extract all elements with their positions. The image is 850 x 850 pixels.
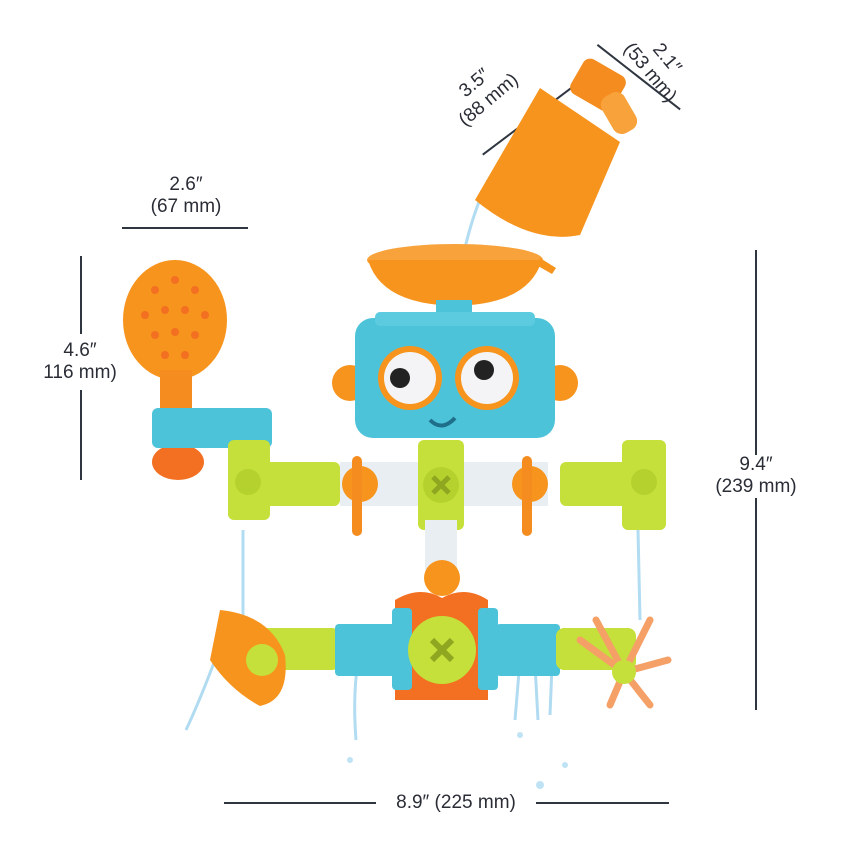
total-height-line-bottom — [755, 498, 757, 710]
total-width-label: 8.9″ (225 mm) — [396, 792, 516, 813]
shower-height-inches: 4.6″ — [63, 340, 97, 361]
pouring-cup — [475, 58, 638, 237]
shower-height-label: 4.6″ 116 mm) — [30, 340, 130, 384]
shower-width-label: 2.6″ (67 mm) — [130, 174, 242, 218]
smile — [428, 416, 457, 428]
shower-head — [123, 260, 272, 480]
total-height-mm: (239 mm) — [715, 476, 797, 497]
upper-pipe — [228, 440, 666, 570]
shower-width-mm: (67 mm) — [150, 196, 222, 217]
shower-height-mm: 116 mm) — [43, 362, 117, 383]
shower-width-line — [122, 227, 248, 229]
shower-height-line-top — [80, 256, 82, 334]
shower-height-line-bottom — [80, 390, 82, 480]
water-wheel — [576, 616, 672, 709]
lower-pipe — [250, 591, 636, 700]
scoop — [210, 610, 286, 706]
left-eye — [378, 346, 442, 410]
total-width-line-right — [536, 802, 669, 804]
total-height-line-top — [755, 250, 757, 455]
total-width-line-left — [224, 802, 376, 804]
water-droplets — [347, 732, 568, 789]
funnel — [367, 244, 556, 318]
total-height-label: 9.4″ (239 mm) — [700, 454, 812, 498]
total-height-inches: 9.4″ — [739, 454, 773, 475]
robot-head — [332, 312, 578, 438]
shower-width-inches: 2.6″ — [169, 174, 203, 195]
right-eye — [455, 346, 519, 410]
valves — [342, 456, 548, 596]
